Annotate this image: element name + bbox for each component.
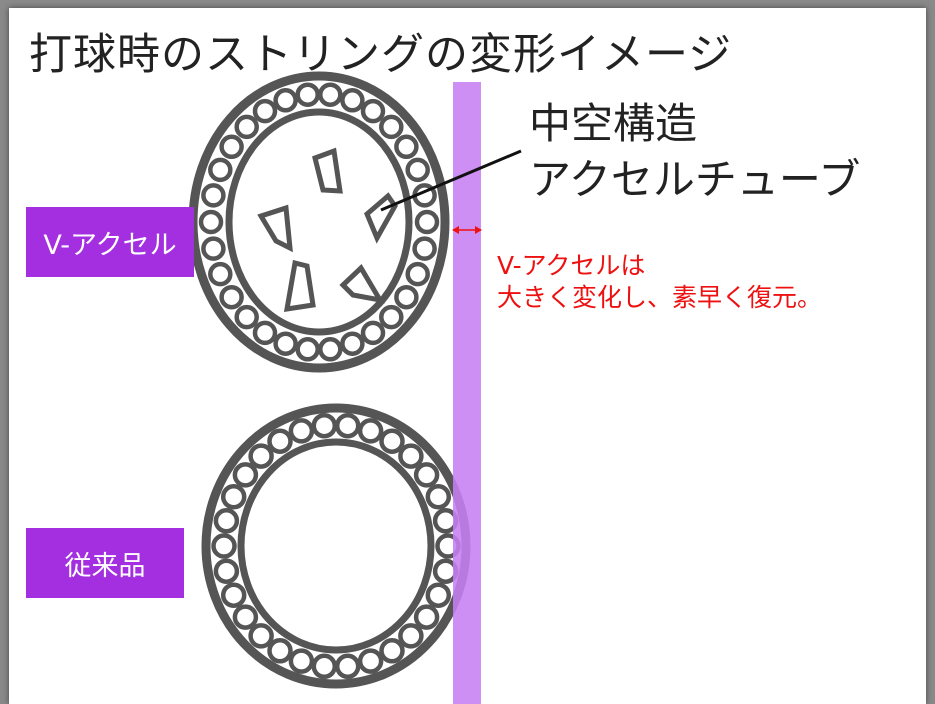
v-accel-cross-section (188, 71, 450, 373)
tube-circle (379, 428, 405, 454)
tube-circle (340, 331, 365, 356)
callout-leader-line (380, 149, 522, 212)
tube-circle (201, 236, 226, 261)
tube-circle (394, 284, 419, 310)
tube-circle (288, 418, 315, 444)
tube-circle (295, 82, 320, 107)
tube-circle (318, 337, 343, 362)
tube-circle (425, 484, 452, 510)
accel-tube (257, 204, 293, 253)
tube-circle (198, 209, 224, 235)
tube-circle (295, 337, 320, 362)
note-line-1: V-アクセルは (497, 251, 646, 280)
tube-circle (412, 236, 437, 261)
outer-tube-ring (198, 82, 440, 362)
tube-circle (414, 209, 440, 235)
tube-circle (340, 88, 365, 113)
tube-circle (379, 114, 404, 140)
v-accel-label: V-アクセル (26, 207, 194, 277)
tube-circle (379, 304, 404, 330)
tube-circle (219, 284, 244, 310)
tube-circle (357, 648, 384, 674)
tube-circle (213, 508, 240, 534)
note-line-2: 大きく変化し、素早く復元。 (497, 283, 823, 312)
tube-circle (334, 412, 361, 439)
tube-circle (405, 261, 430, 287)
diagram (188, 71, 522, 704)
conventional-cross-section (201, 403, 471, 689)
tube-circle (334, 653, 361, 680)
accel-tubes (257, 147, 398, 313)
tube-circle (398, 623, 424, 649)
callout-text: 中空構造 アクセルチューブ (529, 96, 860, 208)
accel-tube (283, 259, 316, 313)
tube-circle (208, 261, 233, 287)
tube-circle (360, 320, 386, 346)
tube-circle (248, 623, 274, 649)
slide-title: 打球時のストリングの変形イメージ (29, 30, 733, 80)
tube-circle (267, 638, 293, 664)
tube-circle (288, 648, 315, 674)
tube-circle (273, 331, 298, 356)
callout-line-2: アクセルチューブ (529, 155, 861, 204)
tube-circle (413, 462, 440, 488)
callout-line-1: 中空構造 (529, 99, 698, 148)
slide: 打球時のストリングの変形イメージ (9, 8, 926, 704)
accel-tube (363, 192, 398, 244)
tube-circle (234, 114, 259, 140)
tube-circle (318, 82, 343, 107)
tube-circle (398, 443, 424, 469)
accel-tube (312, 147, 343, 194)
racket-plate (453, 82, 481, 704)
tube-circle (413, 604, 440, 630)
tube-circle (252, 320, 278, 346)
conventional-label: 従来品 (26, 528, 184, 598)
tube-circle (273, 88, 298, 113)
tube-circle (311, 653, 338, 680)
tube-circle (357, 418, 384, 444)
tube-circle (311, 412, 338, 439)
tube-circle (405, 157, 430, 183)
tube-circle (219, 134, 244, 160)
tube-circle (432, 508, 459, 534)
tube-circle (432, 558, 459, 584)
tube-circle (234, 304, 259, 330)
tube-circle (267, 428, 293, 454)
deformation-arrow (452, 226, 482, 234)
deformation-note: V-アクセルは 大きく変化し、素早く復元。 (497, 250, 822, 314)
outer-tube-ring (211, 412, 461, 680)
tube-circle (220, 484, 247, 510)
tube-circle (379, 638, 405, 664)
tube-circle (232, 604, 259, 630)
tube-circle (211, 533, 237, 559)
tube-circle (248, 443, 274, 469)
tube-circle (360, 98, 386, 124)
accel-tube (339, 264, 385, 304)
tube-circle (213, 558, 240, 584)
tube-circle (201, 183, 226, 208)
tube-circle (220, 582, 247, 608)
tube-circle (232, 462, 259, 488)
tube-circle (208, 157, 233, 183)
tube-circle (425, 582, 452, 608)
tube-circle (394, 134, 419, 160)
tube-circle (252, 98, 278, 124)
